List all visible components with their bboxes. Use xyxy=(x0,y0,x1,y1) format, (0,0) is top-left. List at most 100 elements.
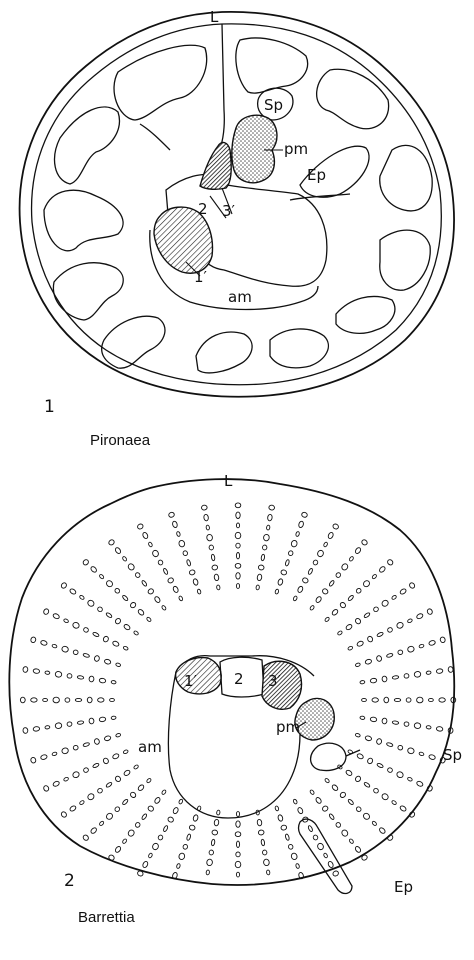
canal-dot xyxy=(362,698,367,701)
canal-dot xyxy=(172,586,179,594)
label-L-2: L xyxy=(224,472,233,490)
canal-dot xyxy=(90,566,98,574)
canal-dot xyxy=(102,757,109,764)
canal-dot xyxy=(114,846,121,854)
canal-dot xyxy=(105,579,113,587)
canal-dot xyxy=(60,582,67,589)
pironaea-inner-wall xyxy=(32,24,442,385)
canal-dot xyxy=(331,784,339,792)
canal-dot xyxy=(89,718,95,724)
canal-dot xyxy=(122,556,127,562)
canal-dot xyxy=(214,819,219,826)
canal-dot xyxy=(370,678,377,683)
canal-dot xyxy=(135,572,141,578)
canal-dot xyxy=(293,596,298,602)
canal-dot xyxy=(262,850,267,855)
canal-dot xyxy=(98,698,104,702)
canal-dot xyxy=(105,782,112,788)
pironaea-lobe xyxy=(380,230,430,290)
label-Ep-2: Ep xyxy=(394,878,413,896)
canal-dot xyxy=(349,838,354,844)
canal-dot xyxy=(376,655,382,662)
canal-dot xyxy=(69,588,77,595)
canal-dot xyxy=(99,678,106,683)
figure-2-number: 2 xyxy=(64,871,75,891)
canal-dot xyxy=(133,764,139,769)
canal-dot xyxy=(72,771,80,779)
canal-dot xyxy=(135,822,141,828)
canal-dot xyxy=(236,573,240,579)
canal-dot xyxy=(206,870,210,875)
canal-dot xyxy=(157,559,163,565)
canal-dot xyxy=(99,574,105,580)
canal-dot xyxy=(43,698,48,701)
canal-dot xyxy=(396,621,404,629)
canal-dot xyxy=(309,605,314,611)
canal-dot xyxy=(362,579,370,587)
canal-dot xyxy=(315,596,322,604)
canal-dot xyxy=(97,788,103,794)
canal-dot xyxy=(356,640,364,647)
canal-dot xyxy=(387,559,394,566)
canal-dot xyxy=(382,676,388,682)
canal-dot xyxy=(127,563,135,571)
canal-dot xyxy=(123,646,129,651)
canal-dot xyxy=(197,589,202,595)
canal-dot xyxy=(45,725,50,729)
canal-dot xyxy=(168,512,175,518)
label-pm-2: pm xyxy=(276,718,300,736)
canal-dot xyxy=(291,852,298,860)
canal-dot xyxy=(163,568,169,575)
canal-dot xyxy=(79,800,85,805)
pironaea-lobe xyxy=(380,145,432,210)
canal-dot xyxy=(258,565,264,571)
canal-dot xyxy=(309,789,314,795)
canal-dot xyxy=(67,722,72,727)
pironaea-lobe xyxy=(44,190,123,251)
canal-dot xyxy=(133,630,139,635)
canal-dot xyxy=(355,806,362,813)
canal-dot xyxy=(295,531,300,537)
canal-dot xyxy=(127,829,135,837)
canal-dot xyxy=(315,797,322,805)
canal-dot xyxy=(63,618,69,623)
canal-dot xyxy=(137,608,145,616)
canal-dot xyxy=(123,769,131,776)
canal-dot xyxy=(206,525,210,530)
barrettia-outline xyxy=(9,479,454,885)
canal-dot xyxy=(209,545,214,550)
canal-dot xyxy=(114,617,121,624)
canal-dot xyxy=(114,775,121,782)
canal-dot xyxy=(386,653,393,658)
canal-dot xyxy=(392,721,399,725)
canal-dot xyxy=(236,512,240,518)
pironaea-lobe xyxy=(236,38,308,93)
canal-dot xyxy=(317,549,325,557)
canal-dot xyxy=(347,749,353,754)
canal-dot xyxy=(440,636,446,643)
label-L: L xyxy=(210,8,219,26)
canal-dot xyxy=(397,745,403,751)
canal-dot xyxy=(345,769,353,776)
label-am: am xyxy=(228,288,252,306)
canal-dot xyxy=(203,514,208,521)
canal-dot xyxy=(115,733,121,738)
canal-dot xyxy=(262,545,267,550)
canal-dot xyxy=(211,839,215,846)
canal-dot xyxy=(30,636,36,643)
canal-dot xyxy=(263,859,270,866)
canal-dot xyxy=(137,523,144,530)
canal-dot xyxy=(172,521,178,528)
canal-dot xyxy=(236,821,240,827)
canal-dot xyxy=(214,574,219,581)
canal-dot xyxy=(236,543,240,548)
canal-dot xyxy=(414,722,421,729)
canal-dot xyxy=(322,805,329,812)
canal-dot xyxy=(404,673,409,678)
label-1prime-2: 1′ xyxy=(184,672,198,690)
canal-dot xyxy=(161,605,166,611)
canal-dot xyxy=(20,697,25,703)
label-Sp: Sp xyxy=(264,96,283,114)
canal-dot xyxy=(407,646,415,653)
